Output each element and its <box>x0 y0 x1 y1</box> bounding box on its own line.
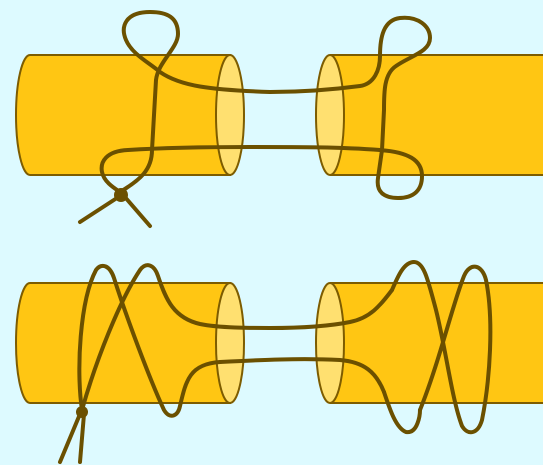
bottom-left-thread-strand-b <box>80 263 272 412</box>
top-suture-diagram <box>15 10 543 228</box>
top-suture-thread <box>78 10 432 228</box>
bottom-knot-tail-left <box>58 412 82 464</box>
top-left-thread-loop <box>118 10 272 194</box>
bottom-knot <box>76 406 88 418</box>
top-left-vessel-segment <box>15 54 245 176</box>
bottom-suture-thread <box>58 260 493 464</box>
top-knot-tail-right <box>122 194 152 228</box>
bottom-knot-tail-right <box>78 412 86 464</box>
bottom-right-cylinder-end-face <box>315 282 345 404</box>
top-right-cylinder-end-face <box>315 54 345 176</box>
bottom-right-cylinder-outline <box>330 282 543 404</box>
top-left-cylinder-end-face <box>215 54 245 176</box>
top-left-cylinder-body <box>15 54 231 176</box>
top-knot-tail-left <box>78 194 122 224</box>
bottom-right-cylinder-body <box>330 283 543 403</box>
top-gap-thread-upper <box>268 54 382 94</box>
top-right-cylinder-body <box>330 55 543 175</box>
top-right-vessel-segment <box>315 54 543 176</box>
bottom-right-thread-strand-a <box>390 260 493 435</box>
top-right-thread-bottom-loop <box>375 148 424 200</box>
bottom-gap-thread-upper <box>268 288 394 330</box>
top-right-thread-loop <box>378 15 432 152</box>
top-right-cylinder-outline <box>330 54 543 176</box>
bottom-right-vessel-segment <box>315 282 543 404</box>
bottom-gap-thread-lower <box>218 357 386 394</box>
top-knot <box>114 188 128 202</box>
bottom-right-thread-strand-b <box>382 390 422 435</box>
bottom-left-cylinder-end-face <box>215 282 245 404</box>
bottom-left-thread-strand-a <box>77 263 222 418</box>
bottom-left-vessel-segment <box>15 282 245 404</box>
bottom-suture-diagram <box>15 260 543 464</box>
top-gap-thread-lower <box>99 145 382 194</box>
